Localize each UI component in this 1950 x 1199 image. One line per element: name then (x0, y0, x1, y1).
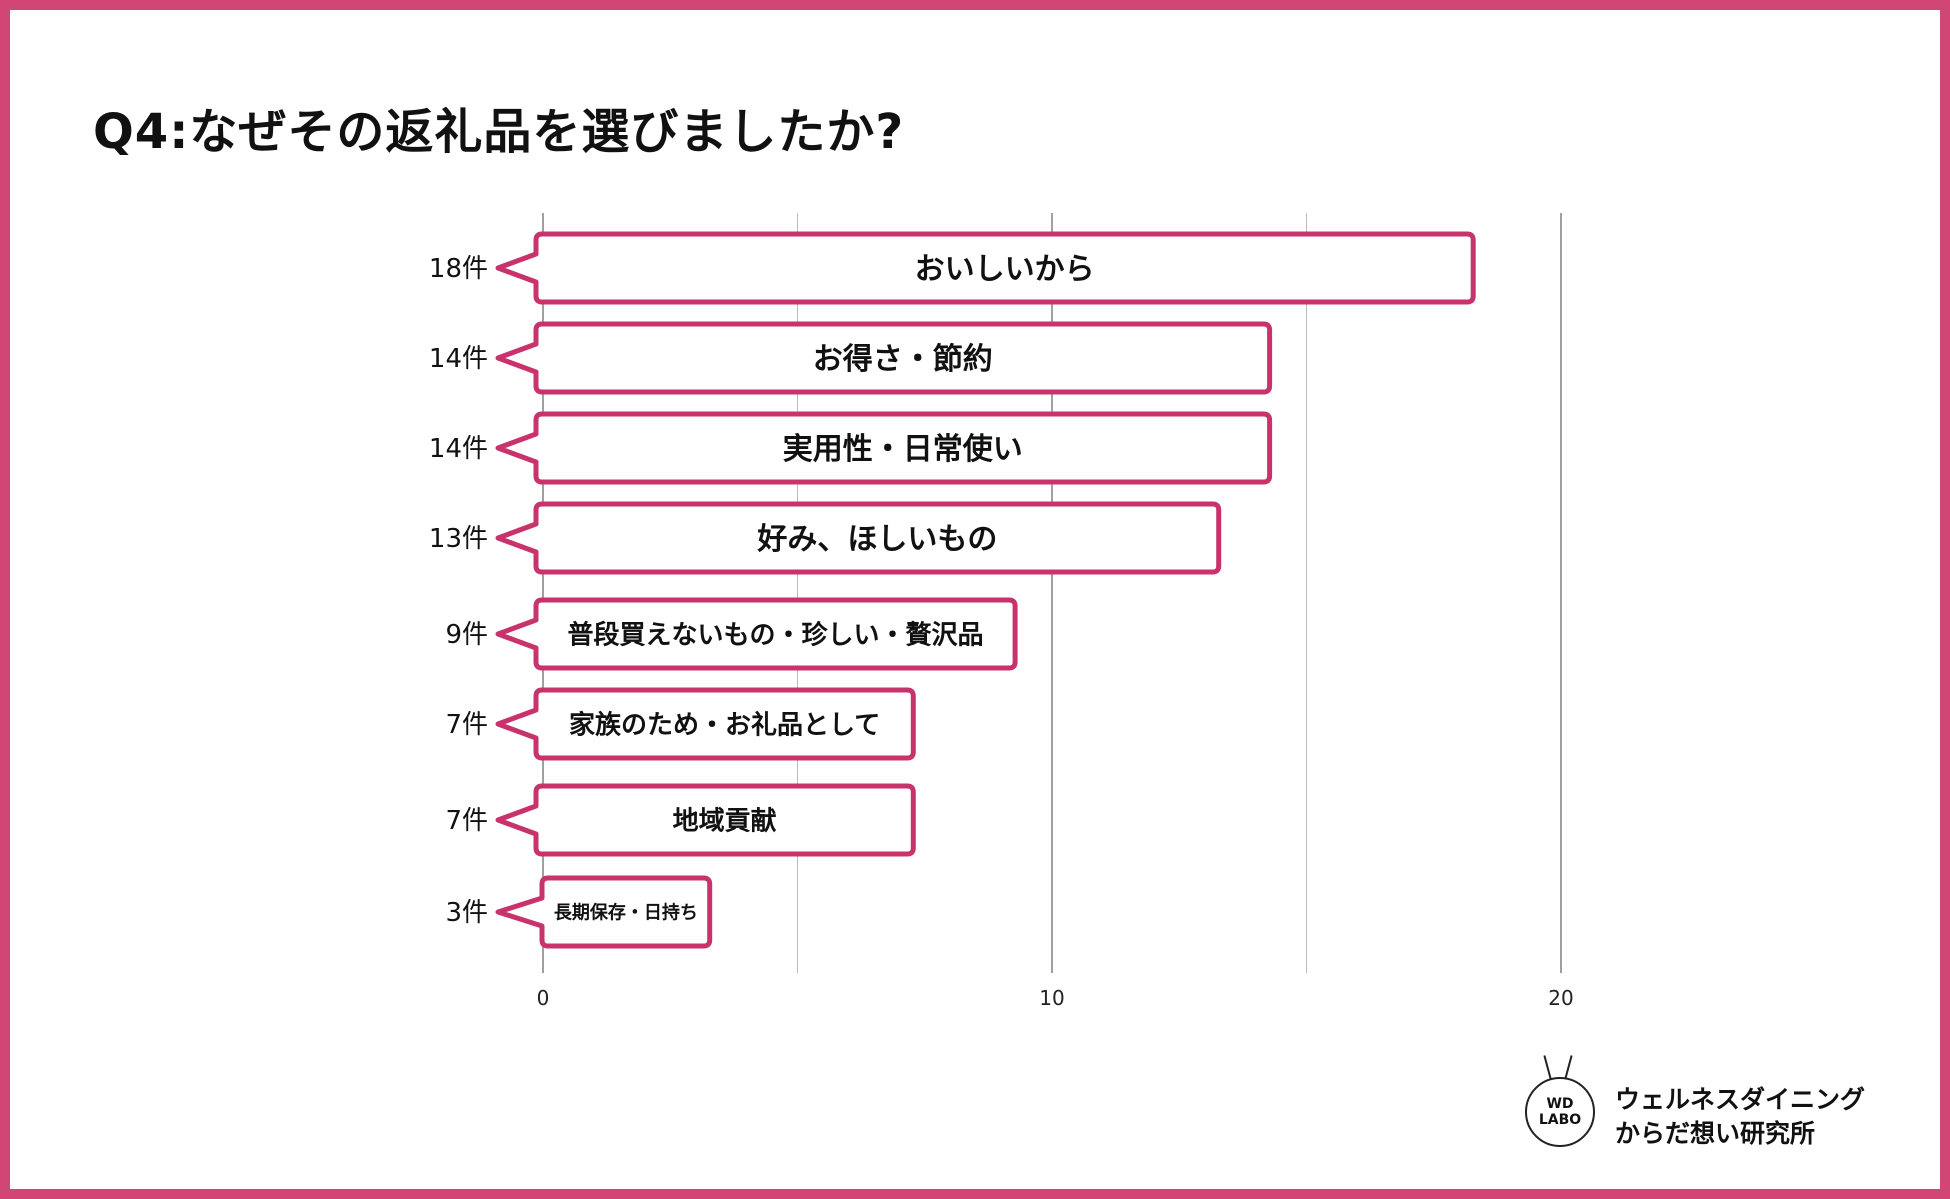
bar (495, 783, 916, 857)
bar (495, 321, 1273, 395)
wd-labo-logo-mark: WD LABO (1525, 1077, 1595, 1147)
bar-label: 好み、ほしいもの (756, 522, 997, 557)
bar (495, 501, 1222, 575)
bar-label: 普段買えないもの・珍しい・贅沢品 (568, 619, 984, 650)
x-tick-label: 10 (1039, 986, 1064, 1010)
bar-label: 実用性・日常使い (783, 432, 1023, 467)
bar-label: おいしいから (915, 252, 1095, 287)
data-label: 3件 (445, 898, 488, 928)
logo-mark-line1: WD (1546, 1096, 1574, 1112)
bar-label: 家族のため・お礼品として (569, 709, 880, 740)
bar-label: 長期保存・日持ち (554, 901, 698, 923)
data-label: 18件 (429, 254, 488, 284)
bar (495, 597, 1018, 671)
bar (495, 231, 1476, 305)
x-tick-label: 20 (1548, 986, 1573, 1010)
logo-text-line1: ウェルネスダイニング (1615, 1085, 1866, 1114)
data-label: 13件 (429, 524, 488, 554)
logo-text: ウェルネスダイニング からだ想い研究所 (1615, 1083, 1865, 1151)
data-label: 14件 (429, 344, 488, 374)
bar (495, 687, 916, 761)
page-title: Q4:なぜその返礼品を選びましたか? (93, 104, 905, 160)
data-label: 7件 (445, 710, 488, 740)
logo-mark-line2: LABO (1538, 1112, 1582, 1128)
data-label: 9件 (445, 620, 488, 650)
bar (495, 875, 713, 949)
bar-label: 地域貢献 (673, 806, 777, 836)
bar (495, 411, 1273, 485)
data-label: 7件 (445, 806, 488, 836)
logo-text-line2: からだ想い研究所 (1615, 1119, 1816, 1148)
bar-label: お得さ・節約 (813, 342, 993, 377)
x-tick-label: 0 (537, 986, 550, 1010)
data-label: 14件 (429, 434, 488, 464)
